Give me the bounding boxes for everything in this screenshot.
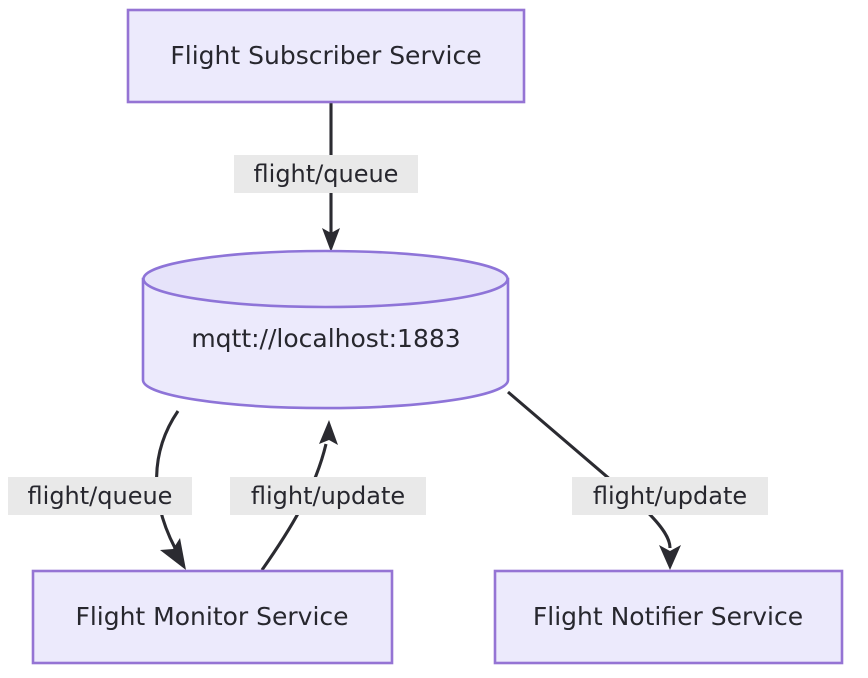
- node-flight-subscriber-service[interactable]: Flight Subscriber Service: [126, 8, 526, 104]
- edge-path-broker-to-monitor: [155, 410, 180, 549]
- edge-label-bg-1: [234, 155, 418, 193]
- edge-label-text-4: flight/update: [593, 482, 747, 510]
- arrowhead-monitor-to-broker: [319, 420, 338, 445]
- edge-label-bg-3: [230, 477, 426, 515]
- arrowhead-broker-to-notifier: [659, 545, 681, 570]
- edge-label-broker-to-notifier: flight/update: [572, 477, 768, 515]
- node-cylinder-body[interactable]: [141, 277, 510, 410]
- node-cylinder-top[interactable]: [142, 249, 509, 309]
- edge-broker-to-monitor: [155, 410, 186, 570]
- node-flight-monitor-service[interactable]: Flight Monitor Service: [31, 569, 394, 665]
- node-flight-notifier-service[interactable]: Flight Notifier Service: [493, 569, 844, 665]
- edge-label-bg-4: [572, 477, 768, 515]
- arrowhead-broker-to-monitor: [160, 538, 186, 570]
- arrowhead-subscriber-to-broker: [322, 228, 340, 252]
- edge-label-broker-to-monitor: flight/queue: [8, 477, 192, 515]
- edge-label-bg-2: [8, 477, 192, 515]
- node-rect-notifier[interactable]: [493, 569, 844, 665]
- edge-label-text-2: flight/queue: [28, 482, 173, 510]
- edge-path-broker-to-notifier: [506, 390, 672, 549]
- node-rect-subscriber[interactable]: [126, 8, 526, 104]
- edge-label-monitor-to-broker: flight/update: [230, 477, 426, 515]
- node-mqtt-broker[interactable]: mqtt://localhost:1883: [141, 249, 510, 410]
- node-rect-monitor[interactable]: [31, 569, 394, 665]
- edge-label-subscriber-to-broker: flight/queue: [234, 155, 418, 193]
- edge-label-text-3: flight/update: [251, 482, 405, 510]
- edge-label-text-1: flight/queue: [254, 160, 399, 188]
